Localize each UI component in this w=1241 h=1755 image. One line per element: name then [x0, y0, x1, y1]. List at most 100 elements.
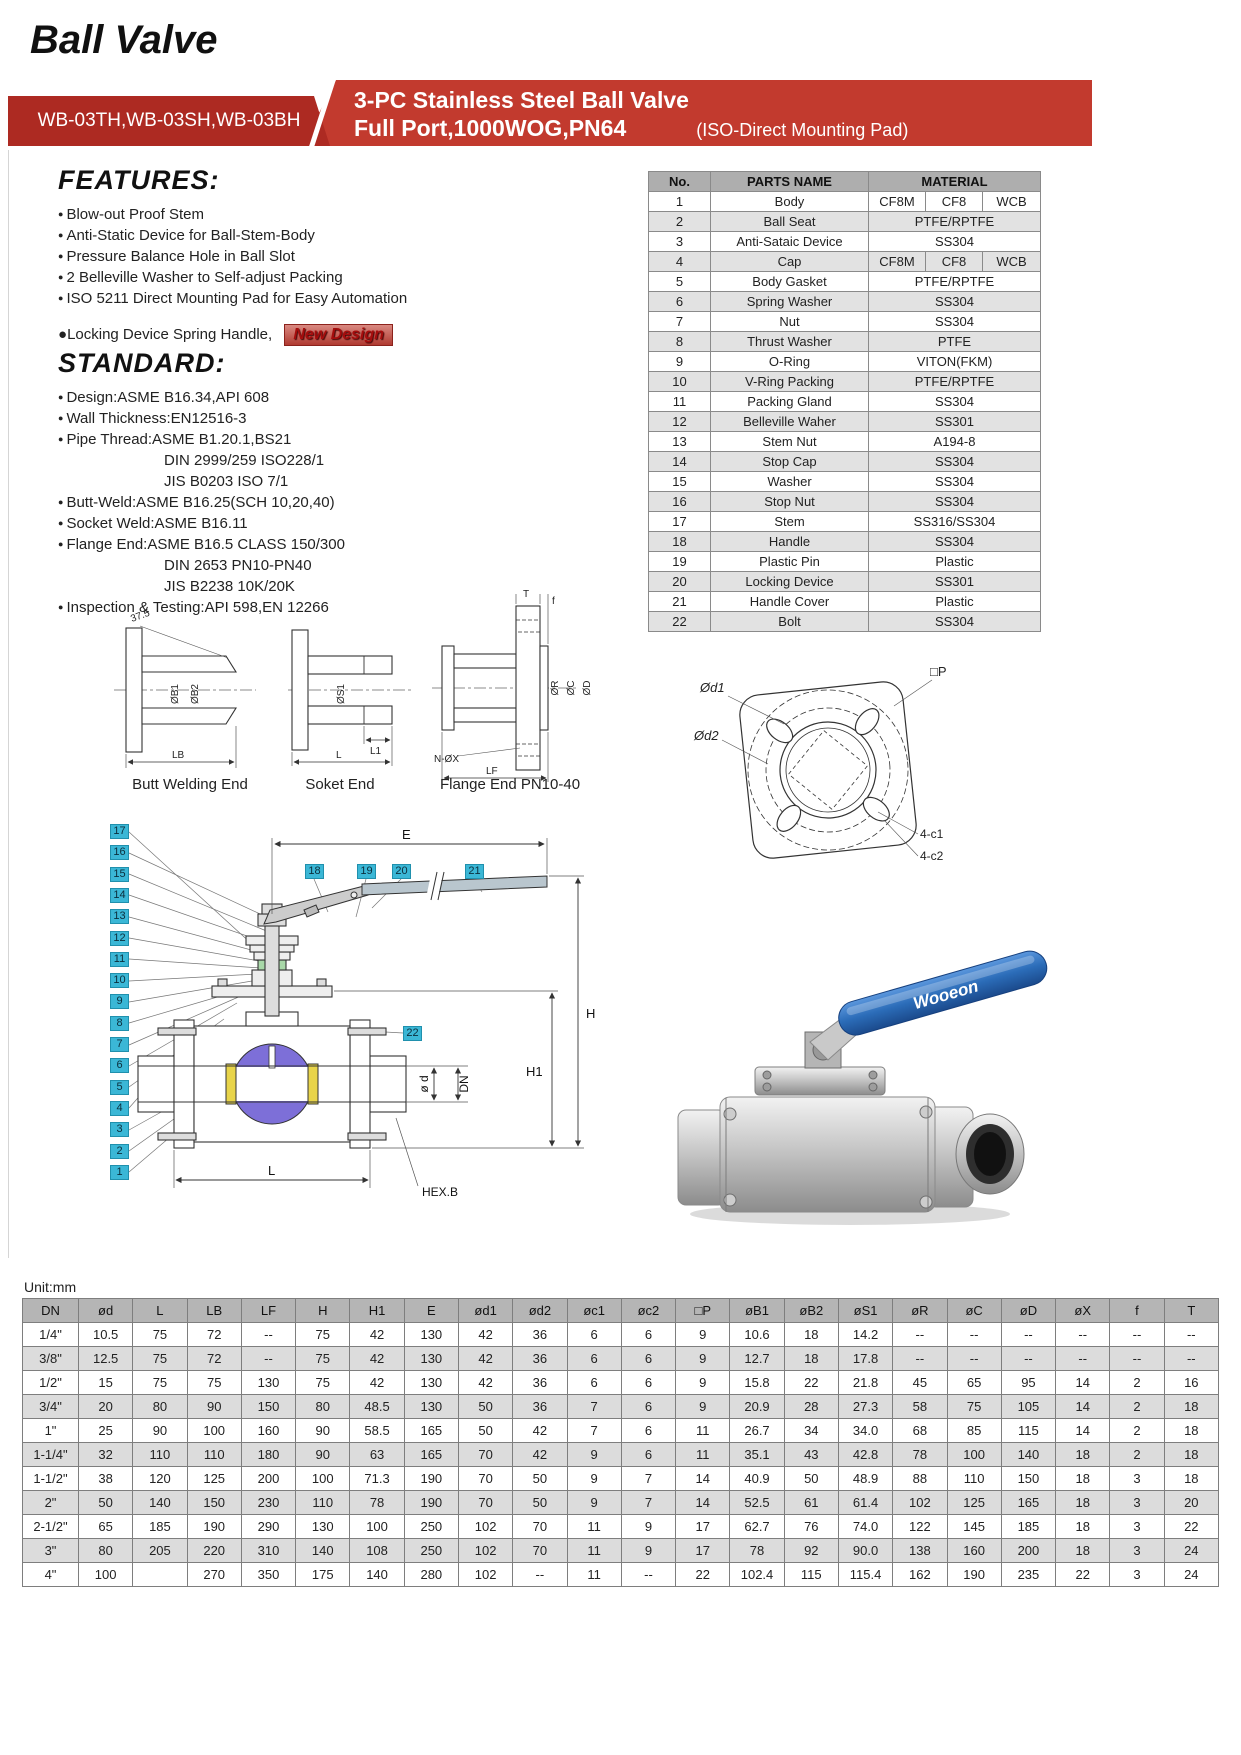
part-material: SS301 [868, 411, 1041, 432]
feature-locking-text: ●Locking Device Spring Handle, [58, 326, 273, 343]
part-no: 3 [648, 231, 711, 252]
dim-value: 9 [620, 1514, 677, 1539]
dim-value: 72 [186, 1346, 242, 1371]
standard-item: JIS B2238 10K/20K [164, 578, 295, 595]
flange-r-label: ØR [550, 681, 561, 696]
dim-value: 22 [1163, 1514, 1220, 1539]
dim-value: 7 [620, 1466, 677, 1491]
part-material: SS304 [868, 231, 1041, 252]
dim-col-header: L [132, 1298, 188, 1323]
socket-end-caption: Soket End [305, 776, 375, 793]
part-callout: 8 [110, 1016, 129, 1031]
dim-value: 21.8 [837, 1370, 894, 1395]
dim-value: 15.8 [729, 1370, 785, 1395]
dim-value: 74.0 [837, 1514, 894, 1539]
part-no: 10 [648, 371, 711, 392]
dim-value: 100 [295, 1466, 351, 1491]
dim-value: 6 [620, 1442, 677, 1467]
dim-l-label: L [268, 1163, 275, 1178]
part-name: Spring Washer [710, 291, 869, 312]
part-callout: 1 [110, 1165, 129, 1180]
dim-value: 220 [186, 1538, 242, 1563]
parts-col-no: No. [648, 171, 711, 192]
dim-value: 18 [1055, 1538, 1111, 1563]
dim-value: 110 [946, 1466, 1002, 1491]
dim-value: 58 [892, 1394, 948, 1419]
dim-value: 18 [1163, 1442, 1220, 1467]
dim-value: 42 [349, 1322, 405, 1347]
dim-value: 36 [512, 1346, 568, 1371]
dim-value: 14 [675, 1466, 731, 1491]
dim-value: -- [946, 1346, 1002, 1371]
flange-end-caption: Flange End PN10-40 [439, 776, 581, 793]
dim-value: 42 [457, 1346, 514, 1371]
dim-value: 18 [1055, 1442, 1111, 1467]
dim-value: -- [1055, 1322, 1111, 1347]
part-material: VITON(FKM) [868, 351, 1041, 372]
dim-value: 250 [403, 1538, 459, 1563]
dim-value: 14 [1055, 1394, 1111, 1419]
part-no: 13 [648, 431, 711, 452]
part-name: Ball Seat [710, 211, 869, 232]
dim-value: 102 [892, 1490, 948, 1515]
part-no: 2 [648, 211, 711, 232]
page-title: Ball Valve [30, 18, 218, 62]
product-line1: 3-PC Stainless Steel Ball Valve [354, 87, 689, 113]
dim-value: 122 [892, 1514, 948, 1539]
dim-value: 160 [240, 1418, 297, 1443]
part-name: Handle Cover [710, 591, 869, 612]
dim-value: 2 [1109, 1370, 1165, 1395]
part-material: SS316/SS304 [868, 511, 1041, 532]
part-material: SS304 [868, 311, 1041, 332]
dim-value: 48.9 [837, 1466, 894, 1491]
plastic-pin [350, 891, 358, 899]
dim-value: 12.7 [729, 1346, 785, 1371]
dim-value: 3 [1109, 1514, 1165, 1539]
dim-value: -- [1163, 1346, 1220, 1371]
flange-end-drawing: T f ØR ØC ØD N-ØX LF [432, 589, 593, 782]
dim-value: 50 [457, 1418, 514, 1443]
dim-value: 200 [240, 1466, 297, 1491]
dim-value: 17 [675, 1538, 731, 1563]
standard-item: Flange End:ASME B16.5 CLASS 150/300 [58, 535, 478, 556]
dim-value: 185 [1000, 1514, 1057, 1539]
dim-value: 100 [77, 1562, 134, 1587]
dim-col-header: LB [186, 1298, 242, 1323]
dim-value: 7 [620, 1490, 677, 1515]
part-material: Plastic [868, 551, 1041, 572]
dim-value: 36 [512, 1394, 568, 1419]
dim-value: 162 [892, 1562, 948, 1587]
dim-value: 140 [1000, 1442, 1057, 1467]
dim-value: 20 [77, 1394, 134, 1419]
dim-value: 36 [512, 1370, 568, 1395]
dim-value: 18 [783, 1346, 839, 1371]
dim-dn-label: DN [457, 1075, 471, 1092]
dim-size: 4" [22, 1562, 79, 1587]
dim-value: 18 [1163, 1418, 1220, 1443]
feature-item: Blow-out Proof Stem [58, 205, 458, 226]
dim-value: 34.0 [837, 1418, 894, 1443]
dim-col-header: øc2 [620, 1298, 677, 1323]
part-no: 12 [648, 411, 711, 432]
dim-col-header: øD [1000, 1298, 1057, 1323]
dim-size: 2" [22, 1490, 79, 1515]
dim-value: 78 [349, 1490, 405, 1515]
dim-value: 115.4 [837, 1562, 894, 1587]
dim-value: 75 [295, 1370, 351, 1395]
part-name: Nut [710, 311, 869, 332]
part-callout: 20 [392, 864, 411, 879]
dim-value: 6 [620, 1418, 677, 1443]
dim-value: 190 [403, 1490, 459, 1515]
part-material: SS304 [868, 451, 1041, 472]
parts-col-material: MATERIAL [868, 171, 1041, 192]
part-no: 14 [648, 451, 711, 472]
flange-f-label: f [552, 596, 555, 607]
